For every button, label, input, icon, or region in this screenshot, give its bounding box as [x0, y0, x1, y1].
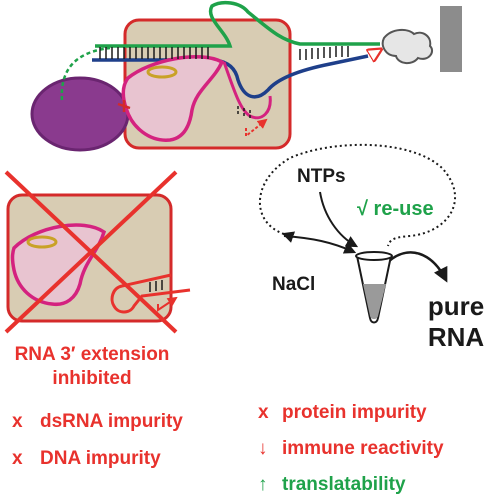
solid-support [440, 6, 462, 72]
ntps-arrow [319, 191, 359, 248]
dna-template-loop [214, 54, 369, 99]
red-kink [117, 100, 131, 112]
rna-label: RNA [428, 322, 485, 352]
reaction-tube [355, 251, 393, 324]
output-arrow [387, 251, 448, 283]
rna-transcript-green [95, 0, 380, 48]
inhibited-extension-panel [4, 170, 191, 334]
outcome-list: x dsRNA impurity x DNA impurity x protei… [12, 402, 444, 495]
transcription-complex [30, 0, 380, 152]
streptavidin-anchor-icon [381, 28, 434, 64]
cross-out-line-2 [4, 170, 178, 334]
outcome-marker-immune: ↓ [258, 438, 268, 459]
purple-bead [30, 76, 130, 152]
start-site-arrow [245, 118, 268, 139]
tube-rim [355, 251, 393, 261]
outcome-immune-reactivity: immune reactivity [282, 438, 444, 459]
gold-ring-inhibited [26, 235, 58, 249]
outcome-marker-translatability: ↑ [258, 474, 268, 495]
template-end-arrow [370, 50, 380, 56]
extension-inhibited-subtitle: inhibited [52, 368, 131, 389]
recycling-cycle [259, 143, 456, 283]
ntps-label: NTPs [297, 166, 346, 187]
base-pair-ticks-right [299, 46, 349, 60]
surface-attachment [381, 6, 462, 72]
outcome-dsrna-impurity: dsRNA impurity [40, 411, 183, 432]
outcome-marker-dsrna: x [12, 411, 23, 432]
nacl-arrow [283, 235, 357, 254]
hairpin-ticks [149, 280, 163, 292]
gold-ring [146, 65, 178, 79]
outcome-translatability: translatability [282, 474, 406, 495]
nacl-label: NaCl [272, 274, 315, 295]
promoter-ticks [237, 106, 251, 120]
extension-inhibited-title: RNA 3′ extension [15, 344, 170, 365]
recycle-loop-dotted [259, 143, 456, 247]
red-hairpin [110, 273, 191, 314]
outcome-dna-impurity: DNA impurity [40, 448, 161, 469]
pure-label: pure [428, 291, 484, 321]
extension-arrow [157, 296, 178, 312]
tube-liquid [363, 284, 386, 319]
outcome-protein-impurity: protein impurity [282, 402, 427, 423]
outcome-marker-protein: x [258, 402, 269, 423]
reuse-label: √ re-use [357, 198, 434, 220]
outcome-marker-dna: x [12, 448, 23, 469]
base-pair-ticks-left [99, 47, 209, 59]
